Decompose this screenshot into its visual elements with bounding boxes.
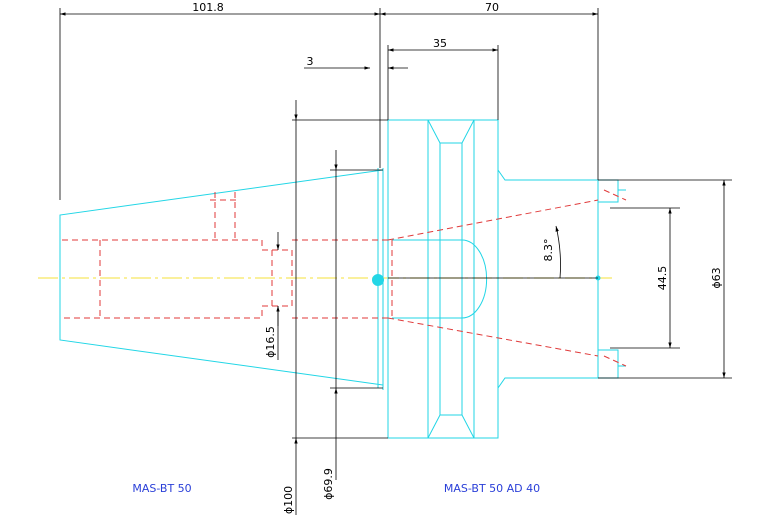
center-mark-icon [372,274,384,286]
dimension-lines [59,8,732,515]
v-groove-top [427,119,475,144]
dim-phi-63: ϕ63 [710,267,723,288]
dim-101-8: 101.8 [192,1,224,14]
caption-left: MAS-BT 50 [132,482,191,495]
caption-right: MAS-BT 50 AD 40 [444,482,540,495]
v-groove-bottom [427,414,475,439]
bore-bulb [392,239,488,319]
dim-35: 35 [433,37,447,50]
flange-rect [387,119,499,439]
shank-outline [497,169,599,389]
dim-angle: 8.3° [542,239,555,262]
dim-phi-69-9: ϕ69.9 [322,468,335,500]
taper-outline [59,169,384,386]
dim-70: 70 [485,1,499,14]
hidden-lines [62,189,627,367]
holder-outline [59,119,626,439]
dim-phi-16-5: ϕ16.5 [264,326,277,358]
dim-3: 3 [307,55,314,68]
dim-44-5: 44.5 [656,266,669,291]
dim-phi-100: ϕ100 [282,486,295,514]
